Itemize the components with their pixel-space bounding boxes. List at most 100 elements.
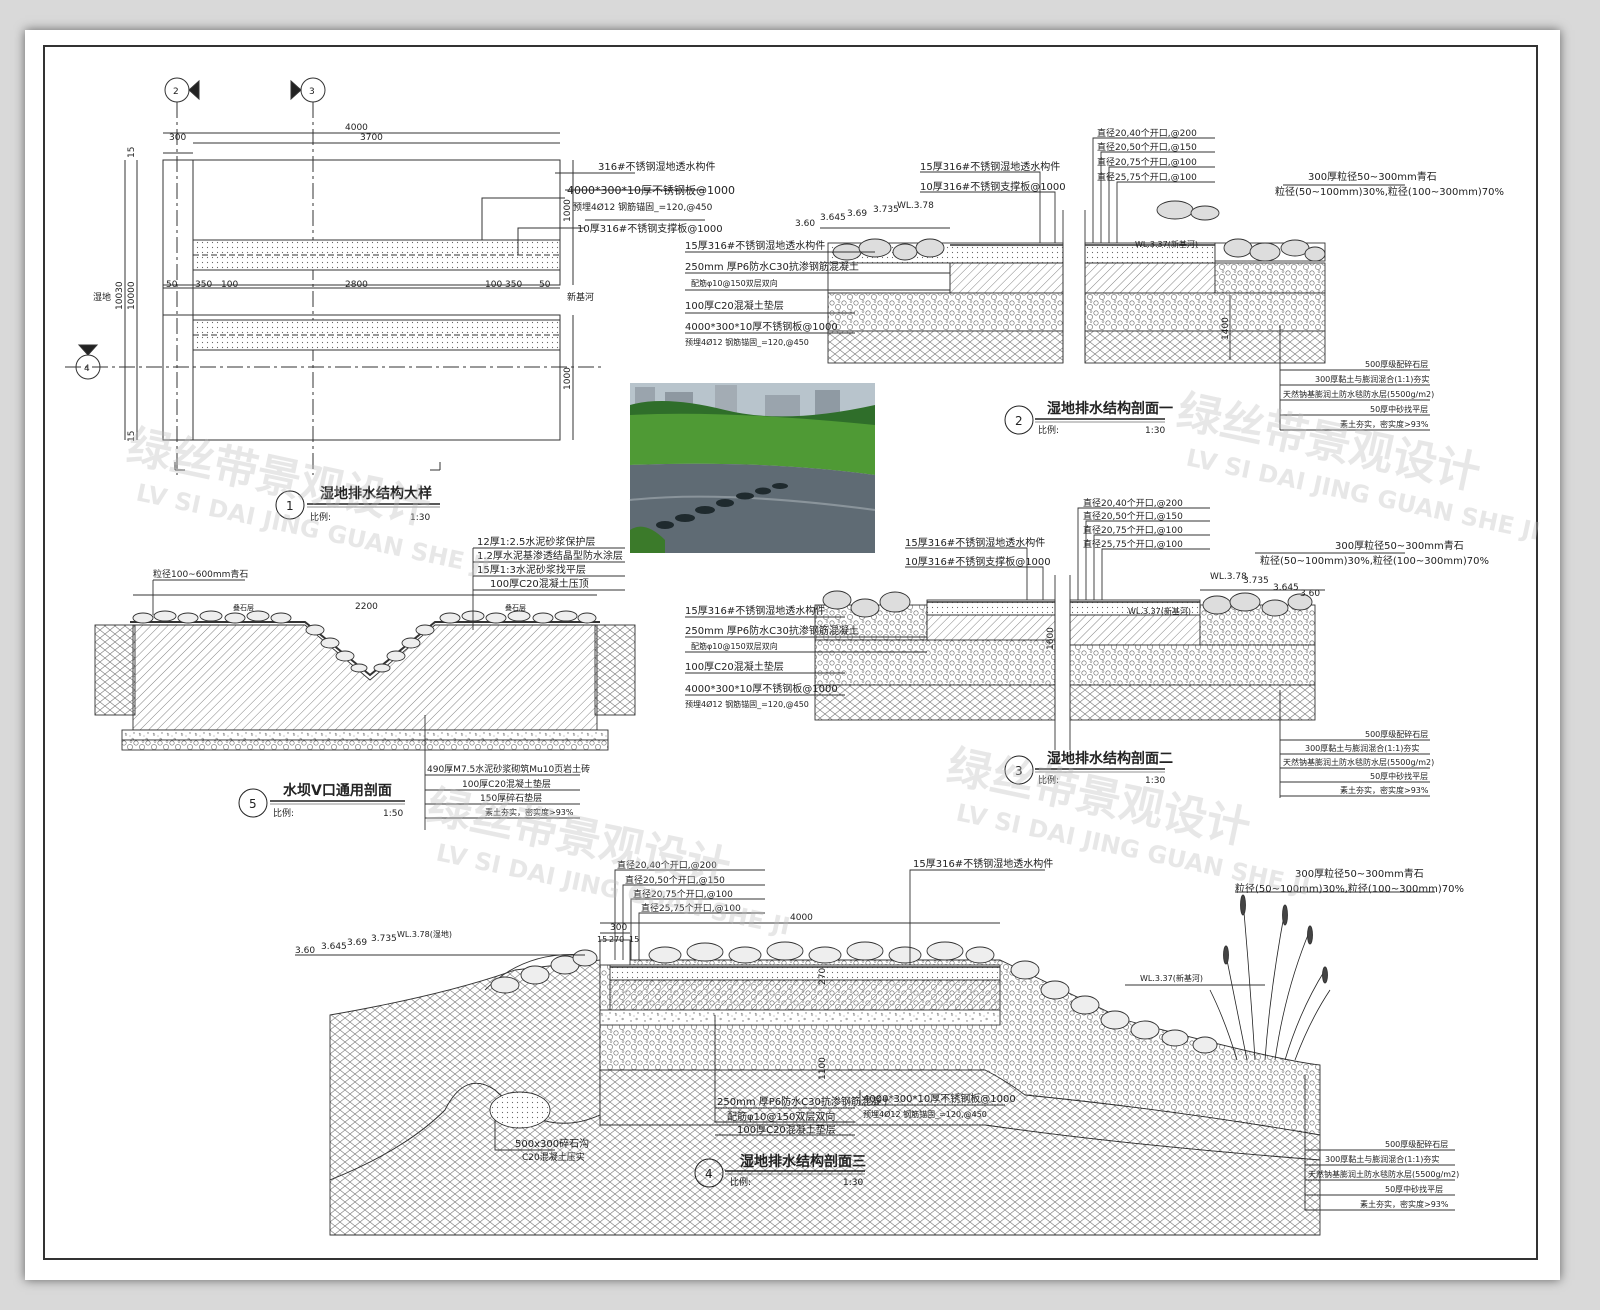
section2-title: 3 湿地排水结构剖面二 比例: 1:30	[1004, 750, 1173, 786]
sv-note-bot-2: 100厚C20混凝土垫层	[462, 778, 551, 790]
dim-15a: 15	[127, 147, 137, 158]
s3-layer-4: 50厚中砂找平层	[1385, 1184, 1443, 1194]
s3-plate-2: 预埋4Ø12 钢筋锚固_=120,@450	[863, 1109, 987, 1119]
dim-3700: 3700	[360, 133, 383, 143]
s3-dim-270: 270	[609, 935, 624, 944]
s3-bottom-1: 250mm 厚P6防水C30抗渗钢筋混凝土	[717, 1095, 891, 1108]
s3-open-4: 直径25,75个开口,@100	[641, 902, 741, 914]
s1-stone-1: 300厚粒径50~300mm青石	[1308, 170, 1437, 183]
section1-text: 直径20,40个开口,@200 直径20,50个开口,@150 直径20,75个…	[685, 127, 1504, 429]
s2-top-1: 15厚316#不锈钢湿地透水构件	[905, 536, 1045, 549]
s3-stone-2: 粒径(50~100mm)30%,粒径(100~300mm)70%	[1235, 882, 1464, 895]
s3-top-right: 15厚316#不锈钢湿地透水构件	[913, 857, 1053, 870]
label-river: 新基河	[567, 291, 594, 303]
s3-scale-label: 比例:	[730, 1176, 751, 1188]
label-wetland: 湿地	[93, 291, 111, 303]
s3-dim-15a: 15	[597, 935, 607, 944]
s2-left-5: 4000*300*10厚不锈钢板@1000	[685, 682, 838, 695]
sectionv-title: 5 水坝V口通用剖面 比例: 1:50	[238, 782, 405, 819]
section2-text: 直径20,40个开口,@200 直径20,50个开口,@150 直径20,75个…	[685, 497, 1489, 795]
dim-10000: 10000	[127, 281, 137, 310]
detail1-scale-label: 比例:	[310, 511, 331, 523]
note-2: 4000*300*10厚不锈钢板@1000	[567, 183, 735, 197]
detail1-plan	[65, 77, 705, 475]
sv-small-2: 叠石层	[505, 604, 526, 612]
section3-drawing	[295, 869, 1455, 1236]
s3-bottom-3: 100厚C20混凝土垫层	[737, 1123, 836, 1136]
s1-level-wl337: WL.3.37(新基河)	[1135, 239, 1198, 249]
s1-left-3: 配筋φ10@150双层双向	[691, 278, 778, 288]
s1-top-1: 15厚316#不锈钢湿地透水构件	[920, 160, 1060, 173]
s3-bottom-2: 配筋φ10@150双层双向	[727, 1110, 835, 1123]
s2-layer-3: 天然钠基膨润土防水毯防水层(5500g/m2)	[1283, 757, 1434, 767]
s2-level-3735: 3.735	[1243, 576, 1269, 586]
s3-layer-3: 天然钠基膨润土防水毯防水层(5500g/m2)	[1308, 1169, 1459, 1179]
dim-100a: 100	[221, 280, 238, 290]
s1-level-369: 3.69	[847, 209, 867, 219]
s1-left-4: 100厚C20混凝土垫层	[685, 299, 784, 312]
dim-1000b: 1000	[563, 367, 573, 390]
s1-scale: 1:30	[1145, 426, 1165, 436]
s2-scale-label: 比例:	[1038, 774, 1059, 786]
s2-left-2: 250mm 厚P6防水C30抗渗钢筋混凝土	[685, 624, 859, 637]
s1-level-wl378: WL.3.78	[897, 201, 934, 211]
s1-top-2: 10厚316#不锈钢支撑板@1000	[920, 180, 1066, 193]
s1-open-3: 直径20,75个开口,@100	[1097, 156, 1197, 168]
note-4: 10厚316#不锈钢支撑板@1000	[577, 222, 723, 235]
s3-scale: 1:30	[843, 1178, 863, 1188]
s1-layer-4: 50厚中砂找平层	[1370, 404, 1428, 414]
section3-title: 4 湿地排水结构剖面三 比例: 1:30	[694, 1153, 866, 1188]
s3-open-2: 直径20,50个开口,@150	[625, 874, 725, 886]
s3-dim-4000: 4000	[790, 913, 813, 923]
s2-stone-2: 粒径(50~100mm)30%,粒径(100~300mm)70%	[1260, 554, 1489, 567]
sv-scale-label: 比例:	[273, 807, 294, 819]
s1-level-3645: 3.645	[820, 213, 846, 223]
sv-note-top-1: 12厚1:2.5水泥砂浆保护层	[477, 535, 595, 548]
sv-note-bot-3: 150厚碎石垫层	[480, 792, 542, 804]
detail1-title-text: 湿地排水结构大样	[320, 485, 432, 502]
s1-layer-3: 天然钠基膨润土防水毯防水层(5500g/m2)	[1283, 389, 1434, 399]
s3-title-text: 湿地排水结构剖面三	[740, 1153, 866, 1170]
s1-stone-2: 粒径(50~100mm)30%,粒径(100~300mm)70%	[1275, 185, 1504, 198]
sv-note-bot-4: 素土夯实，密实度>93%	[485, 807, 574, 817]
s2-scale: 1:30	[1145, 776, 1165, 786]
s3-level-wl337: WL.3.37(新基河)	[1140, 973, 1203, 983]
dim-15b: 15	[127, 431, 137, 442]
dim-50b: 50	[539, 280, 551, 290]
marker-2: 2	[173, 87, 179, 97]
section3-text: 直径20,40个开口,@200 直径20,50个开口,@150 直径20,75个…	[295, 857, 1464, 1209]
site-photo	[629, 383, 876, 553]
detail1-no: 1	[286, 499, 294, 513]
s2-layer-2: 300厚黏土与膨润混合(1:1)夯实	[1305, 743, 1419, 753]
s1-layer-1: 500厚级配碎石层	[1365, 359, 1428, 369]
s3-plate-1: 4000*300*10厚不锈钢板@1000	[863, 1092, 1016, 1105]
s2-layer-5: 素土夯实，密实度>93%	[1340, 785, 1429, 795]
s3-layer-2: 300厚黏土与膨润混合(1:1)夯实	[1325, 1154, 1439, 1164]
s3-dim-15b: 15	[629, 935, 639, 944]
sv-note-bot-1: 490厚M7.5水泥砂浆砌筑Mu10页岩土砖	[427, 763, 590, 775]
s2-level-3645: 3.645	[1273, 583, 1299, 593]
s3-open-1: 直径20,40个开口,@200	[617, 859, 717, 871]
s1-dim-v: 1400	[1221, 317, 1231, 340]
detail1-title: 1 湿地排水结构大样 比例: 1:30	[275, 485, 440, 523]
s2-open-4: 直径25,75个开口,@100	[1083, 538, 1183, 550]
s2-left-1: 15厚316#不锈钢湿地透水构件	[685, 604, 825, 617]
marker-4: 4	[84, 364, 90, 374]
s1-level-360: 3.60	[795, 219, 815, 229]
s2-left-4: 100厚C20混凝土垫层	[685, 660, 784, 673]
s2-top-2: 10厚316#不锈钢支撑板@1000	[905, 555, 1051, 568]
sv-scale: 1:50	[383, 809, 403, 819]
s3-dim-v-1100: 1100	[818, 1057, 828, 1080]
s3-layer-5: 素土夯实，密实度>93%	[1360, 1199, 1449, 1209]
note-1: 316#不锈钢湿地透水构件	[598, 160, 715, 173]
drawing-frame	[43, 45, 1538, 1260]
s2-title-text: 湿地排水结构剖面二	[1047, 750, 1173, 767]
s3-level-369: 3.69	[347, 938, 367, 948]
s1-layer-5: 素土夯实，密实度>93%	[1340, 419, 1429, 429]
s3-level-360: 3.60	[295, 946, 315, 956]
section1-drawing	[685, 137, 1430, 431]
s3-ditch-1: 500x300碎石沟	[515, 1137, 589, 1150]
s3-level-wl378: WL.3.78(湿地)	[397, 929, 452, 939]
s1-level-3735: 3.735	[873, 205, 899, 215]
s1-left-2: 250mm 厚P6防水C30抗渗钢筋混凝土	[685, 260, 859, 273]
